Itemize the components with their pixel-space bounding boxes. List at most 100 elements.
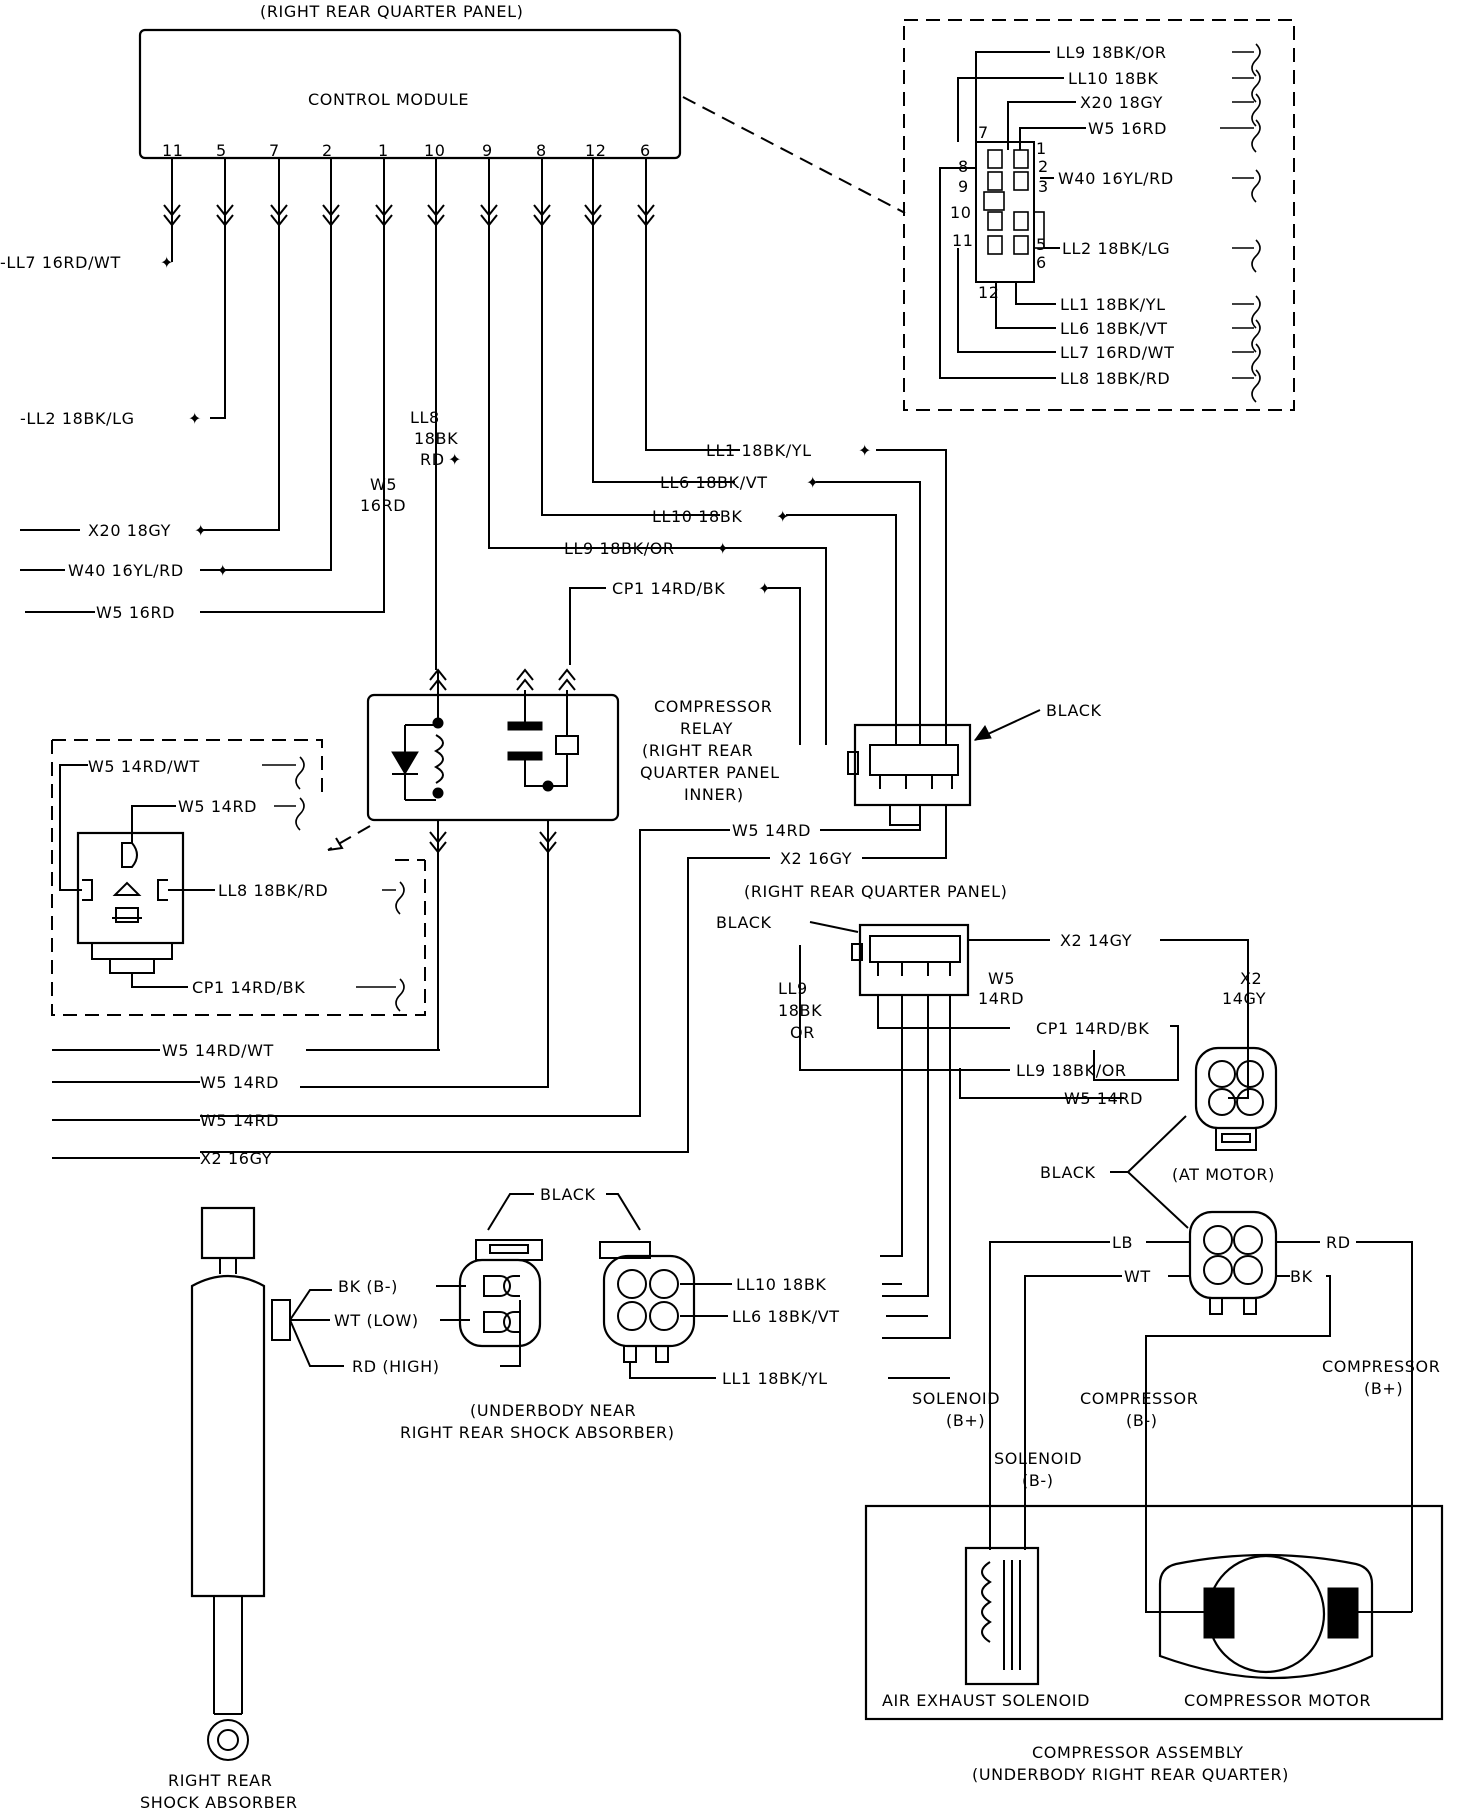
sensor-harness-connector (599, 1241, 696, 1363)
relay-inset-w5-wt: W5 14RD/WT (88, 757, 200, 776)
inset-ll2-label: LL2 18BK/LG (1062, 239, 1170, 258)
relay-inset-wires (59, 764, 215, 988)
qp-cp1-label: CP1 14RD/BK (1036, 1019, 1149, 1038)
height-sensor-connector (458, 1239, 543, 1348)
compressor-bplus-1: COMPRESSOR (1322, 1357, 1440, 1376)
inset-pin-3: 3 (1038, 177, 1049, 196)
module-location-label: (RIGHT REAR QUARTER PANEL) (260, 2, 523, 21)
sensor-connector-color: BLACK (540, 1185, 596, 1204)
relay-connector (847, 723, 972, 826)
pin-label: 7 (269, 141, 280, 160)
module-connector-chevrons (163, 204, 655, 227)
sensor-caption-1: (UNDERBODY NEAR (470, 1401, 636, 1420)
ll8-label-2: 18BK (414, 429, 458, 448)
inset-pin-8: 8 (958, 157, 969, 176)
relay-label-1: COMPRESSOR (654, 697, 772, 716)
bottom-w5-label-b: W5 14RD (200, 1111, 279, 1130)
bottom-x2-label: X2 16GY (200, 1149, 272, 1168)
x20-wire-label: X20 18GY (88, 521, 171, 540)
motor-black-pointers (1110, 1115, 1189, 1229)
motor-rd-label: RD (1326, 1233, 1351, 1252)
qp-ll9-label: LL9 18BK/OR (1016, 1061, 1127, 1080)
qp-ll9-label-2: 18BK (778, 1001, 822, 1020)
bottom-w5-wt-label: W5 14RD/WT (162, 1041, 274, 1060)
inset-pin-7: 7 (978, 123, 989, 142)
assembly-internal-wires (989, 1360, 1412, 1613)
splice-mark: ✦ (758, 579, 772, 598)
qp-x2-label-2: 14GY (1222, 989, 1266, 1008)
quarter-panel-color: BLACK (716, 913, 772, 932)
inset-ll9-label: LL9 18BK/OR (1056, 43, 1167, 62)
qp-x2-label-1: X2 (1240, 969, 1262, 988)
module-wires (171, 158, 740, 670)
splice-mark: ✦ (160, 253, 174, 272)
relay-internals (391, 690, 579, 801)
sensor-wt-label: WT (LOW) (334, 1311, 419, 1330)
splice-mark: ✦ (448, 450, 462, 469)
splice-mark: ✦ (716, 539, 730, 558)
qp-ll9-label-3: OR (790, 1023, 815, 1042)
pin-label: 11 (162, 141, 184, 160)
sensor-ll10-label: LL10 18BK (736, 1275, 827, 1294)
x2-14gy-label: X2 14GY (1060, 931, 1132, 950)
relay-label: COMPRESSOR RELAY (RIGHT REAR QUARTER PAN… (640, 697, 780, 804)
cp1-wire-label: CP1 14RD/BK (612, 579, 725, 598)
pin-label: 12 (585, 141, 607, 160)
at-motor-label: (AT MOTOR) (1172, 1165, 1275, 1184)
relay-inset-w5: W5 14RD (178, 797, 257, 816)
motor-connector-color: BLACK (1040, 1163, 1096, 1182)
ll10-wire-label: LL10 18BK (652, 507, 743, 526)
pin-label: 1 (378, 141, 389, 160)
inset-ll1-label: LL1 18BK/YL (1060, 295, 1166, 314)
assembly-caption-2: (UNDERBODY RIGHT REAR QUARTER) (972, 1765, 1289, 1784)
quarter-panel-title: (RIGHT REAR QUARTER PANEL) (744, 882, 1007, 901)
shock-caption-2: SHOCK ABSORBER (140, 1793, 298, 1812)
compressor-assembly-frame (864, 1504, 1444, 1721)
pin-label: 9 (482, 141, 493, 160)
bottom-w5-label-a: W5 14RD (200, 1073, 279, 1092)
inset-pin-2: 2 (1038, 157, 1049, 176)
control-module-pins: 11 5 7 2 1 10 9 8 12 6 (162, 141, 650, 160)
inset-ll6-label: LL6 18BK/VT (1060, 319, 1168, 338)
pin-label: 10 (424, 141, 446, 160)
sensor-ll1-label: LL1 18BK/YL (722, 1369, 828, 1388)
splice-mark: ✦ (194, 521, 208, 540)
inset-wires (939, 51, 1086, 379)
air-exhaust-solenoid (964, 1546, 1040, 1686)
relay-inset-wire-ends (262, 756, 405, 1012)
solenoid-bplus-1: SOLENOID (912, 1389, 1000, 1408)
connector-inset: 7 8 9 10 11 12 1 2 3 5 6 (950, 123, 1049, 302)
relay-chevrons (429, 668, 576, 854)
motor-lb-label: LB (1112, 1233, 1133, 1252)
inset-wire-ends (1220, 43, 1261, 403)
ll7-wire-label: -LL7 16RD/WT (0, 253, 121, 272)
pin-label: 8 (536, 141, 547, 160)
sensor-ll6-label: LL6 18BK/VT (732, 1307, 840, 1326)
compressor-motor (1158, 1553, 1374, 1680)
ll8-label-1: LL8 (410, 408, 440, 427)
shock-sensor-wires (289, 1289, 344, 1367)
shock-absorber (190, 1206, 291, 1761)
ll6-wire-label: LL6 18BK/VT (660, 473, 768, 492)
relay-inset-cp1: CP1 14RD/BK (192, 978, 305, 997)
w40-wire-label: W40 16YL/RD (68, 561, 184, 580)
inset-w5-label: W5 16RD (1088, 119, 1167, 138)
quarter-panel-connector (851, 923, 970, 997)
relay-label-3: (RIGHT REAR (642, 741, 753, 760)
compressor-bminus-1: COMPRESSOR (1080, 1389, 1198, 1408)
inset-callout-line (682, 96, 906, 214)
compressor-motor-label: COMPRESSOR MOTOR (1184, 1691, 1371, 1710)
relay-label-4: QUARTER PANEL (640, 763, 780, 782)
ll1-wire-label: LL1 18BK/YL (706, 441, 812, 460)
sensor-bk-label: BK (B-) (338, 1277, 398, 1296)
inset-pin-5: 5 (1036, 235, 1047, 254)
solenoid-bminus-2: (B-) (1022, 1471, 1054, 1490)
inset-pin-12: 12 (978, 283, 1000, 302)
pin-label: 2 (322, 141, 333, 160)
relay-inset-frame (51, 739, 426, 1016)
ll8-label-3: RD (420, 450, 445, 469)
inset-pin-11: 11 (952, 231, 974, 250)
inset-ll10-label: LL10 18BK (1068, 69, 1159, 88)
motor-harness-connector (1194, 1046, 1278, 1151)
